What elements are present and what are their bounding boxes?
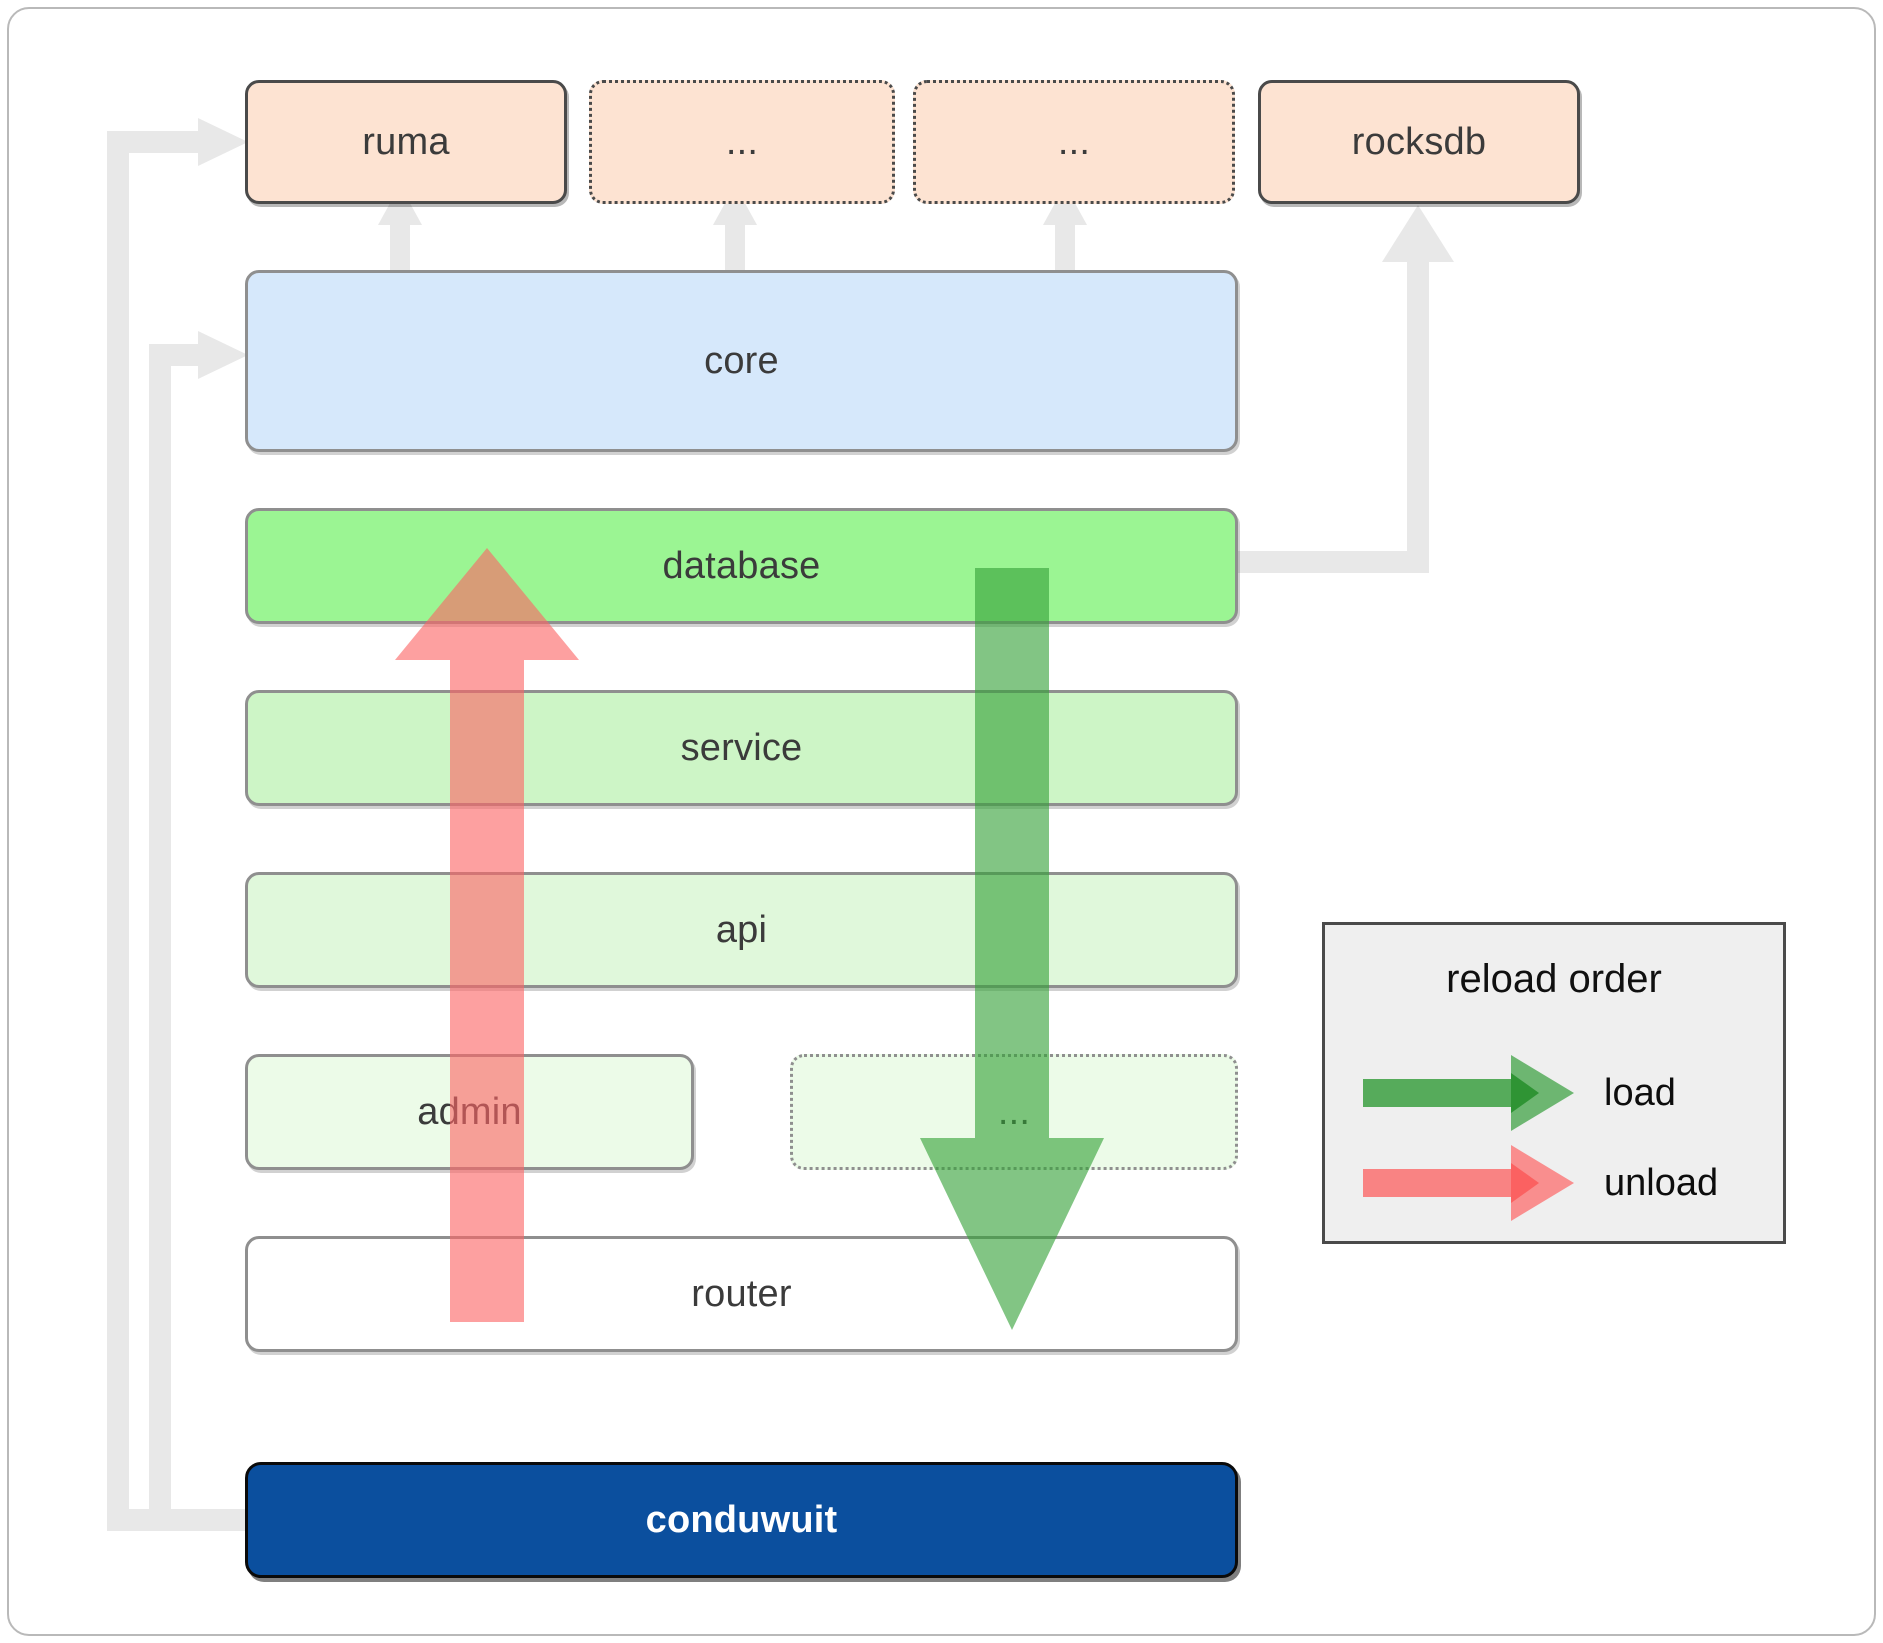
legend-row-unload: unload (1361, 1143, 1761, 1223)
legend-row-load: load (1361, 1053, 1761, 1133)
layer-label-database: database (662, 544, 821, 587)
wire-core-to-dots2 (1043, 185, 1087, 272)
layer-label-router: router (691, 1272, 792, 1315)
layer-label-admin: admin (417, 1090, 522, 1133)
dependency-label-dots-1: ... (725, 120, 759, 163)
layer-box-database[interactable]: database (245, 508, 1238, 624)
legend-panel: reload order load unload (1322, 922, 1786, 1244)
layer-box-core[interactable]: core (245, 270, 1238, 452)
wire-conduwuit-to-core (149, 331, 248, 1510)
root-label-conduwuit: conduwuit (645, 1498, 838, 1541)
layer-box-api[interactable]: api (245, 872, 1238, 988)
wire-database-to-rocksdb (1230, 205, 1454, 573)
layer-label-core: core (704, 339, 779, 382)
dependency-box-ruma[interactable]: ruma (245, 80, 567, 204)
dependency-box-dots-1[interactable]: ... (589, 80, 895, 204)
layer-box-dots-3[interactable]: ... (790, 1054, 1238, 1170)
legend-title: reload order (1446, 957, 1662, 1001)
layer-box-admin[interactable]: admin (245, 1054, 694, 1170)
layer-box-service[interactable]: service (245, 690, 1238, 806)
layer-box-router[interactable]: router (245, 1236, 1238, 1352)
legend-unload-arrow-icon (1361, 1143, 1576, 1223)
legend-unload-label: unload (1604, 1161, 1719, 1204)
dependency-label-dots-2: ... (1057, 120, 1091, 163)
wire-core-to-dots1 (713, 185, 757, 272)
legend-load-label: load (1604, 1071, 1676, 1114)
wire-core-to-ruma (378, 185, 422, 272)
wire-conduwuit-to-ruma (107, 118, 248, 1531)
dependency-label-rocksdb: rocksdb (1351, 120, 1487, 163)
dependency-box-rocksdb[interactable]: rocksdb (1258, 80, 1580, 204)
layer-label-api: api (715, 908, 768, 951)
layer-label-dots-3: ... (997, 1090, 1031, 1133)
layer-label-service: service (680, 726, 803, 769)
root-box-conduwuit[interactable]: conduwuit (245, 1462, 1238, 1578)
legend-load-arrow-icon (1361, 1053, 1576, 1133)
dependency-box-dots-2[interactable]: ... (913, 80, 1235, 204)
dependency-label-ruma: ruma (362, 120, 450, 163)
